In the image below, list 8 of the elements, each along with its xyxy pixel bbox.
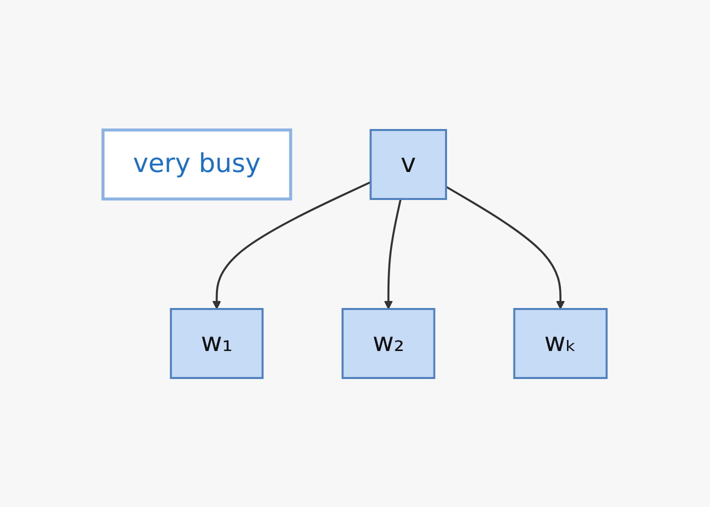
arrow — [446, 185, 566, 309]
node-box: v — [370, 128, 448, 200]
node-box: w₂ — [342, 308, 436, 378]
node-box: w₁ — [170, 308, 264, 378]
node-box: wₖ — [513, 308, 608, 378]
node-box: very busy — [102, 128, 292, 200]
arrow — [212, 180, 372, 309]
arrow — [384, 198, 402, 309]
